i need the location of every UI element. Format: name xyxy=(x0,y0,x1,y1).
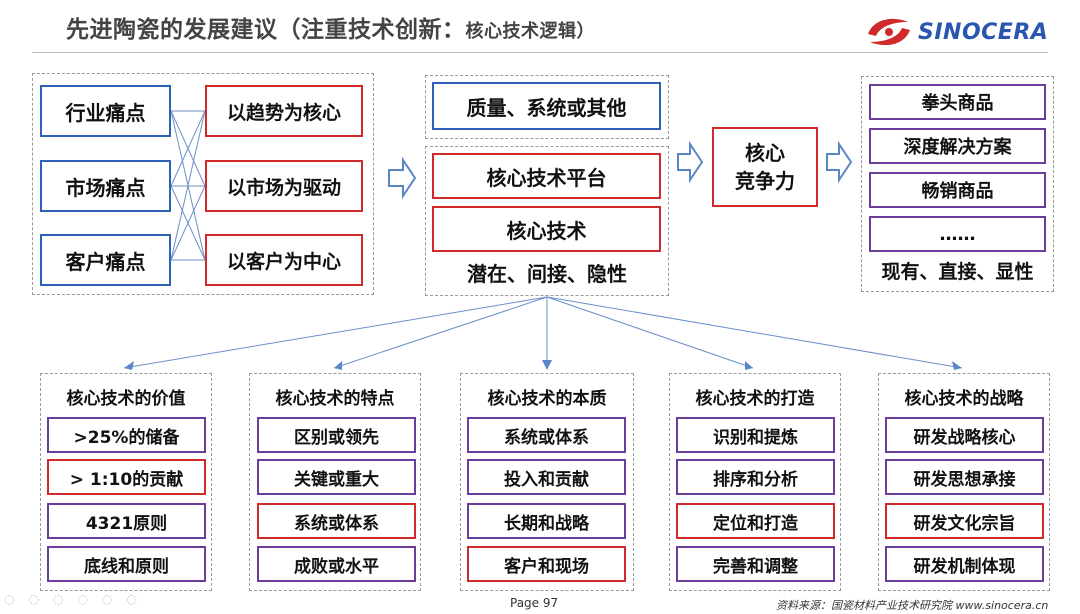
column-item: > 1:10的贡献 xyxy=(47,459,206,495)
build-column xyxy=(669,373,841,591)
pain-point-industry: 行业痛点 xyxy=(40,85,171,137)
quality-region xyxy=(425,75,669,139)
core-tech-platform: 核心技术平台 xyxy=(432,153,661,199)
arrowhead xyxy=(952,361,962,370)
column-item: 系统或体系 xyxy=(467,417,626,453)
driver-trend: 以趋势为核心 xyxy=(205,85,363,137)
core-competitiveness: 核心 竞争力 xyxy=(712,127,818,207)
value-column xyxy=(40,373,212,591)
column-header: 核心技术的特点 xyxy=(275,388,395,409)
column-item: 研发思想承接 xyxy=(885,459,1044,495)
column-item: 研发战略核心 xyxy=(885,417,1044,453)
column-item: 成败或水平 xyxy=(257,546,416,582)
core-tech-region xyxy=(425,146,669,296)
column-item: 客户和现场 xyxy=(467,546,626,582)
strategy-column xyxy=(878,373,1050,591)
core-tech-caption: 潜在、间接、隐性 xyxy=(467,261,627,286)
connector-line xyxy=(170,110,206,187)
column-item: 区别或领先 xyxy=(257,417,416,453)
column-item: 长期和战略 xyxy=(467,503,626,539)
flow-arrow-1 xyxy=(388,156,417,200)
column-item: 定位和打造 xyxy=(676,503,835,539)
column-item: 4321原则 xyxy=(47,503,206,539)
column-item: 关键或重大 xyxy=(257,459,416,495)
core-tech: 核心技术 xyxy=(432,206,661,252)
flow-arrow-2 xyxy=(677,140,704,184)
sinocera-logo-icon xyxy=(864,14,914,50)
product-item: 畅销商品 xyxy=(869,172,1046,208)
features-column xyxy=(249,373,421,591)
arrowhead xyxy=(542,360,552,370)
column-item: 研发机制体现 xyxy=(885,546,1044,582)
column-header: 核心技术的本质 xyxy=(487,388,607,409)
connector-line xyxy=(170,110,206,261)
fanout-line xyxy=(123,296,548,369)
arrowhead xyxy=(334,361,342,370)
column-item: 底线和原则 xyxy=(47,546,206,582)
title-divider xyxy=(32,52,1048,53)
essence-column xyxy=(460,373,634,591)
column-header: 核心技术的价值 xyxy=(66,388,186,409)
sinocera-logo-text: SINOCERA xyxy=(918,20,1049,45)
column-item: 完善和调整 xyxy=(676,546,835,582)
column-header: 核心技术的打造 xyxy=(695,388,815,409)
title-sub: 核心技术逻辑） xyxy=(465,21,595,42)
arrowhead xyxy=(124,361,134,370)
product-item: 拳头商品 xyxy=(869,84,1046,120)
products-region xyxy=(861,76,1054,292)
slide-control-icons[interactable]: ◌◌◌◌◌◌ xyxy=(4,592,151,606)
fanout-line xyxy=(333,296,548,369)
column-header: 核心技术的战略 xyxy=(904,388,1024,409)
column-item: 研发文化宗旨 xyxy=(885,503,1044,539)
column-item: 排序和分析 xyxy=(676,459,835,495)
connector-line xyxy=(170,185,206,261)
quality-box: 质量、系统或其他 xyxy=(432,82,661,130)
product-item: 深度解决方案 xyxy=(869,128,1046,164)
column-item: 投入和贡献 xyxy=(467,459,626,495)
column-item: 识别和提炼 xyxy=(676,417,835,453)
fanout-line xyxy=(546,296,754,369)
pain-point-customer: 客户痛点 xyxy=(40,234,171,286)
page-title: 先进陶瓷的发展建议（注重技术创新：核心技术逻辑） xyxy=(66,10,595,44)
pain-point-market: 市场痛点 xyxy=(40,160,171,212)
source-note: 资料来源：国瓷材料产业技术研究院 www.sinocera.cn xyxy=(776,599,1049,612)
products-caption: 现有、直接、显性 xyxy=(881,260,1034,283)
column-item: 系统或体系 xyxy=(257,503,416,539)
column-item: >25%的储备 xyxy=(47,417,206,453)
arrowhead xyxy=(745,361,753,370)
page-number: Page 97 xyxy=(510,596,559,610)
pain-points-region xyxy=(32,73,374,295)
product-item: …… xyxy=(869,216,1046,252)
fanout-line xyxy=(546,296,963,369)
driver-market: 以市场为驱动 xyxy=(205,160,363,212)
title-main: 先进陶瓷的发展建议（注重技术创新： xyxy=(66,17,466,43)
flow-arrow-3 xyxy=(826,140,853,184)
driver-customer: 以客户为中心 xyxy=(205,234,363,286)
